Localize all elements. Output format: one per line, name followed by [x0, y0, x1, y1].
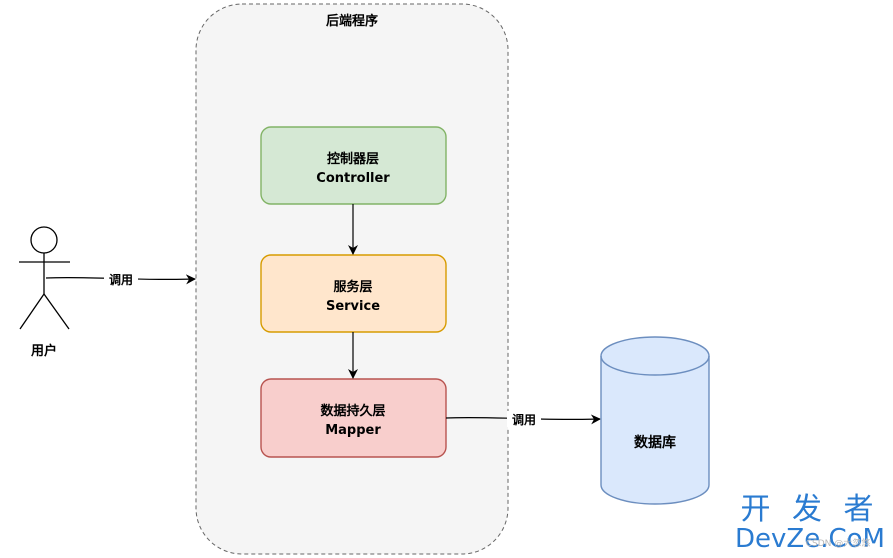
controller-layer-name-en: Controller: [316, 171, 390, 186]
database-cylinder-rim: [600, 355, 710, 376]
watermark-text-cn: 开 发 者: [740, 492, 879, 527]
service-layer: 服务层 Service: [260, 254, 447, 333]
db-edge-label-bg: [507, 411, 541, 427]
backend-container-title: 后端程序: [326, 13, 378, 29]
database-label: 数据库: [634, 434, 676, 451]
user-actor: [19, 226, 70, 330]
service-layer-name-en: Service: [326, 299, 380, 314]
database: 数据库: [600, 336, 710, 505]
watermark: 开 发 者 DevZe.CoM CSDN @大忽悠: [735, 492, 885, 554]
mapper-layer-name-cn: 数据持久层: [320, 403, 385, 419]
controller-layer-name-cn: 控制器层: [327, 151, 379, 167]
db-edge-label: 调用: [512, 413, 536, 427]
user-actor-label: 用户: [30, 343, 57, 359]
user-actor-head: [30, 226, 58, 254]
user-actor-left-leg: [19, 293, 45, 330]
user-edge-label-bg: [104, 271, 138, 287]
database-cylinder-body: [600, 336, 710, 505]
controller-layer: 控制器层 Controller: [260, 126, 447, 205]
user-actor-right-leg: [43, 293, 70, 330]
watermark-sub-text: CSDN @大忽悠: [806, 537, 871, 549]
watermark-text-en: DevZe.CoM: [735, 524, 885, 554]
user-edge-label: 调用: [109, 273, 133, 287]
mapper-layer: 数据持久层 Mapper: [260, 378, 447, 458]
mapper-layer-name-en: Mapper: [325, 423, 381, 438]
service-layer-name-cn: 服务层: [333, 279, 372, 295]
